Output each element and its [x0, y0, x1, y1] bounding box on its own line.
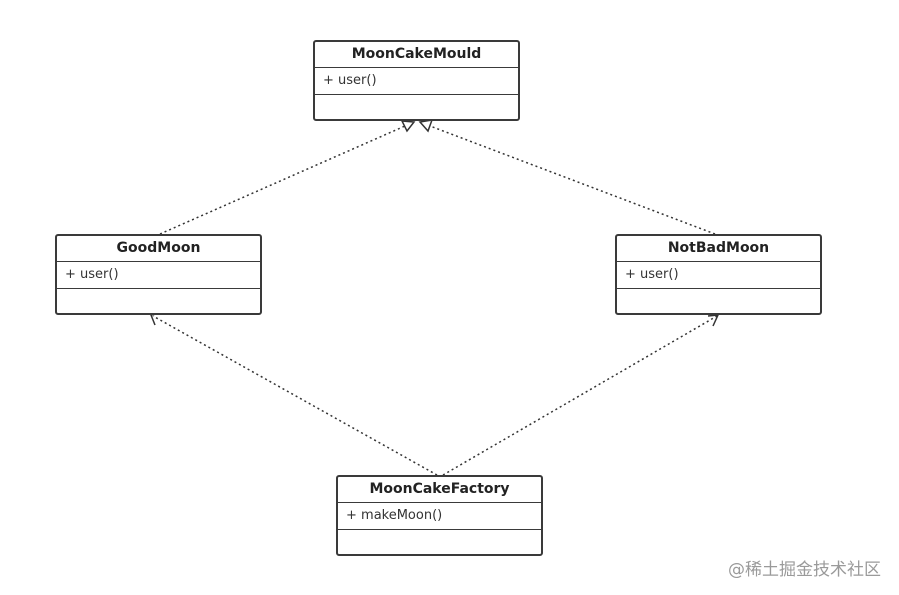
class-empty-compartment [57, 289, 260, 313]
edge-mooncakefactory-to-goodmoon [149, 312, 438, 476]
hollow-triangle-arrowhead [418, 119, 434, 133]
open-arrowhead [707, 314, 720, 327]
class-box-notbadmoon[interactable]: NotBadMoon + user() [615, 234, 822, 315]
class-box-mooncakemould[interactable]: MoonCakeMould + user() [313, 40, 520, 121]
class-method: + user() [617, 262, 820, 289]
edge-goodmoon-to-mooncakemould [159, 120, 416, 235]
class-method: + makeMoon() [338, 503, 541, 530]
class-name: MoonCakeFactory [338, 477, 541, 503]
class-box-mooncakefactory[interactable]: MoonCakeFactory + makeMoon() [336, 475, 543, 556]
class-empty-compartment [617, 289, 820, 313]
class-empty-compartment [338, 530, 541, 554]
class-empty-compartment [315, 95, 518, 119]
class-method: + user() [315, 68, 518, 95]
class-name: GoodMoon [57, 236, 260, 262]
edge-mooncakefactory-to-notbadmoon [442, 314, 720, 476]
edge-notbadmoon-to-mooncakemould [418, 119, 716, 235]
class-box-goodmoon[interactable]: GoodMoon + user() [55, 234, 262, 315]
watermark-text: @稀土掘金技术社区 [728, 560, 881, 580]
class-method: + user() [57, 262, 260, 289]
class-name: NotBadMoon [617, 236, 820, 262]
hollow-triangle-arrowhead [400, 120, 416, 133]
class-name: MoonCakeMould [315, 42, 518, 68]
